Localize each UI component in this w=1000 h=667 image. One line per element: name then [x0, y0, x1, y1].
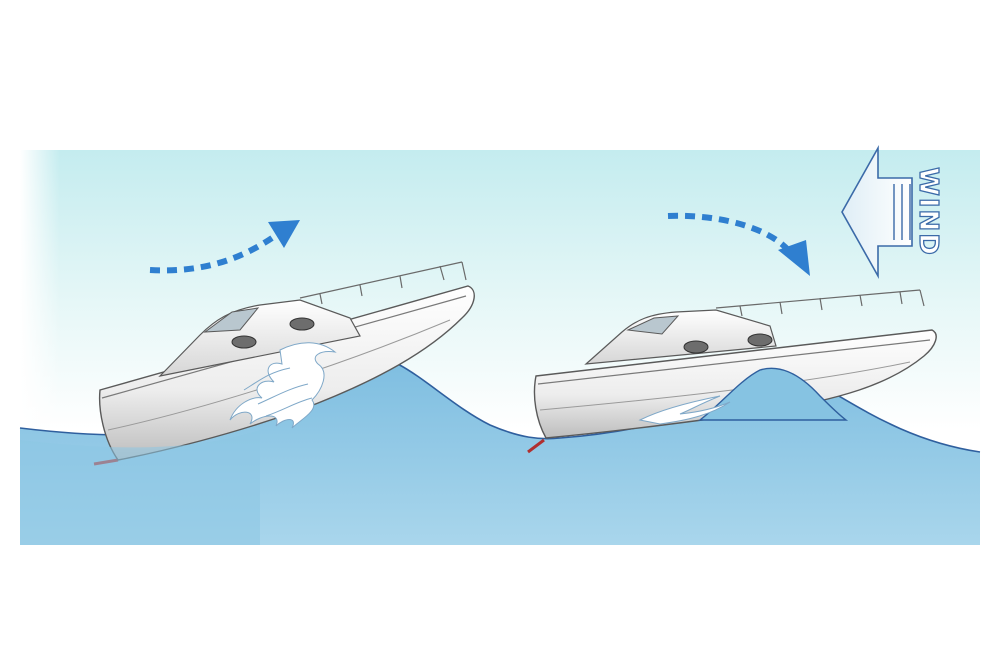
spray-left-streak	[243, 367, 313, 417]
windshield-left	[203, 307, 260, 333]
boat-left	[93, 261, 475, 466]
curved-arrow-up-right-icon	[149, 220, 300, 274]
spray-left	[229, 342, 337, 429]
windshield-right	[626, 315, 680, 335]
water-front	[20, 430, 260, 545]
railing-left	[299, 261, 467, 305]
sky-fade-left	[20, 150, 60, 430]
gunwale-right	[537, 339, 931, 385]
porthole-right-2	[747, 333, 773, 347]
curved-arrow-down-right-icon	[667, 212, 810, 276]
wind-arrow-left-icon	[841, 144, 913, 280]
porthole-right-1	[683, 340, 709, 354]
boat-right	[527, 289, 937, 454]
porthole-left-2	[289, 317, 315, 331]
porthole-left-1	[231, 335, 257, 349]
keel-mark-right	[527, 438, 545, 454]
railing-right	[715, 289, 925, 317]
wind-label: WIND	[913, 167, 943, 257]
spray-right	[638, 395, 731, 425]
cabin-right	[584, 309, 777, 365]
wave-crest-right	[697, 367, 849, 421]
hull-stripe-right	[539, 361, 911, 411]
